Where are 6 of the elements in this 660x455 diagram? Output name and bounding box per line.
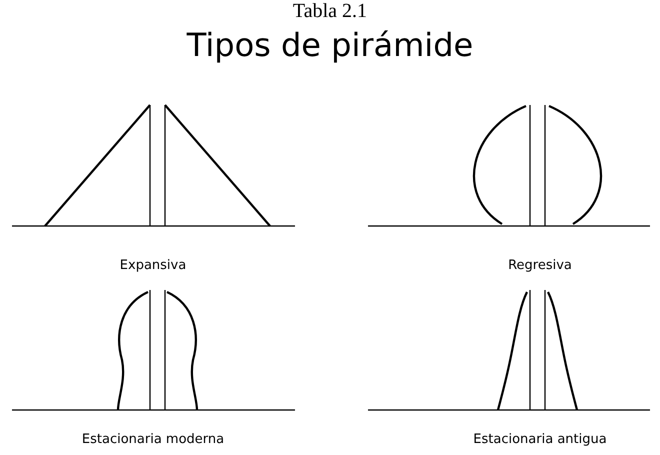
heading: Tipos de pirámide — [186, 26, 474, 64]
caption: Regresiva — [508, 258, 572, 273]
caption: Expansiva — [120, 258, 186, 273]
table-number: Tabla 2.1 — [292, 0, 368, 23]
caption: Estacionaria moderna — [82, 432, 224, 447]
caption: Estacionaria antigua — [473, 432, 607, 447]
